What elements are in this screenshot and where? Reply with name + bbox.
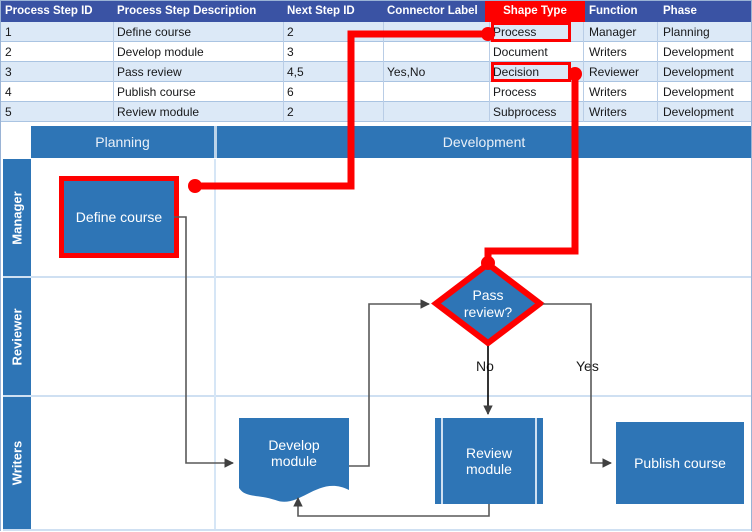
table-cell-shape_type[interactable]: Process xyxy=(493,85,537,99)
subprocess-bar-icon xyxy=(441,418,443,504)
table-column-divider xyxy=(113,22,114,122)
table-column-divider xyxy=(583,22,584,122)
table-cell-conn_label[interactable]: Yes,No xyxy=(387,65,426,79)
table-cell-phase[interactable]: Development xyxy=(663,45,734,59)
table-cell-conn_label[interactable] xyxy=(387,22,487,42)
connector-decision-yes xyxy=(543,303,612,468)
table-cell-phase[interactable]: Development xyxy=(663,85,734,99)
table-cell-desc[interactable]: Pass review xyxy=(117,65,182,79)
table-header-step_id[interactable]: Process Step ID xyxy=(5,5,93,17)
table-cell-desc[interactable]: Review module xyxy=(117,105,200,119)
table-cell-conn_label[interactable] xyxy=(387,102,487,122)
shape-pass-review[interactable]: Pass review? xyxy=(431,260,545,347)
shape-label: Develop module xyxy=(268,436,320,469)
table-cell-phase[interactable]: Planning xyxy=(663,25,710,39)
table-header-desc[interactable]: Process Step Description xyxy=(117,5,257,17)
table-cell-phase[interactable]: Development xyxy=(663,105,734,119)
selected-cell-outline xyxy=(491,62,571,82)
table-cell-desc[interactable]: Define course xyxy=(117,25,192,39)
table-cell-function[interactable]: Writers xyxy=(589,85,627,99)
table-column-divider xyxy=(489,22,490,122)
decision-diamond-icon xyxy=(431,260,545,347)
table-cell-step_id[interactable]: 4 xyxy=(5,85,12,99)
table-cell-next_id[interactable]: 6 xyxy=(287,85,294,99)
lane-divider xyxy=(3,529,751,531)
lane-label-writers[interactable]: Writers xyxy=(3,397,31,529)
connector-define-to-develop xyxy=(174,216,234,468)
table-column-divider xyxy=(383,22,384,122)
shape-develop-module[interactable]: Develop module xyxy=(239,418,349,504)
table-header-function[interactable]: Function xyxy=(589,5,638,17)
edge-label-yes: Yes xyxy=(576,358,599,374)
table-cell-step_id[interactable]: 5 xyxy=(5,105,12,119)
table-cell-next_id[interactable]: 4,5 xyxy=(287,65,304,79)
shape-review-module[interactable]: Review module xyxy=(435,418,543,504)
table-column-divider xyxy=(283,22,284,122)
lane-divider xyxy=(3,276,751,278)
lane-label-text: Reviewer xyxy=(9,307,25,366)
process-data-table[interactable]: Process Step ID Process Step Description N… xyxy=(1,1,751,125)
table-header-conn_label[interactable]: Connector Label xyxy=(387,5,478,17)
table-cell-step_id[interactable]: 2 xyxy=(5,45,12,59)
table-cell-function[interactable]: Manager xyxy=(589,25,637,39)
shape-publish-course[interactable]: Publish course xyxy=(616,422,744,504)
table-cell-phase[interactable]: Development xyxy=(663,65,734,79)
shape-label: Pass review? xyxy=(463,287,513,320)
phase-header-planning[interactable]: Planning xyxy=(31,126,214,158)
phase-header-development[interactable]: Development xyxy=(217,126,751,158)
table-cell-desc[interactable]: Develop module xyxy=(117,45,204,59)
document-shape-icon xyxy=(239,418,349,502)
selected-cell-outline xyxy=(491,22,571,42)
table-cell-shape_type[interactable]: Process xyxy=(493,25,537,39)
table-cell-desc[interactable]: Publish course xyxy=(117,85,196,99)
table-cell-shape_type[interactable]: Subprocess xyxy=(493,105,557,119)
lane-label-manager[interactable]: Manager xyxy=(3,159,31,276)
table-cell-function[interactable]: Writers xyxy=(589,105,627,119)
shape-label: Publish course xyxy=(634,454,726,471)
table-cell-step_id[interactable]: 1 xyxy=(5,25,12,39)
edge-label-no: No xyxy=(476,358,494,374)
table-column-divider xyxy=(657,22,658,122)
table-header-row: Process Step ID Process Step Description N… xyxy=(1,1,751,22)
phase-column-divider xyxy=(214,159,216,529)
phase-divider xyxy=(214,126,217,158)
table-cell-function[interactable]: Writers xyxy=(589,45,627,59)
table-cell-shape_type[interactable]: Document xyxy=(493,45,548,59)
table-header-next_id[interactable]: Next Step ID xyxy=(287,5,355,17)
table-cell-function[interactable]: Reviewer xyxy=(589,65,640,79)
lane-divider xyxy=(3,395,751,397)
table-cell-next_id[interactable]: 2 xyxy=(287,105,294,119)
lane-label-text: Manager xyxy=(9,190,25,245)
table-cell-conn_label[interactable] xyxy=(387,42,487,62)
table-header-shape_type[interactable]: Shape Type xyxy=(485,1,585,22)
lane-label-reviewer[interactable]: Reviewer xyxy=(3,278,31,395)
shape-label: Review module xyxy=(466,444,512,477)
lane-label-text: Writers xyxy=(9,440,25,486)
table-cell-step_id[interactable]: 3 xyxy=(5,65,12,79)
connector-develop-to-review xyxy=(349,299,430,467)
table-header-phase[interactable]: Phase xyxy=(663,5,697,17)
table-cell-next_id[interactable]: 2 xyxy=(287,25,294,39)
subprocess-bar-icon xyxy=(535,418,537,504)
table-cell-conn_label[interactable] xyxy=(387,82,487,102)
shape-define-course[interactable]: Define course xyxy=(59,176,179,258)
table-cell-next_id[interactable]: 3 xyxy=(287,45,294,59)
shape-label: Define course xyxy=(75,208,163,225)
